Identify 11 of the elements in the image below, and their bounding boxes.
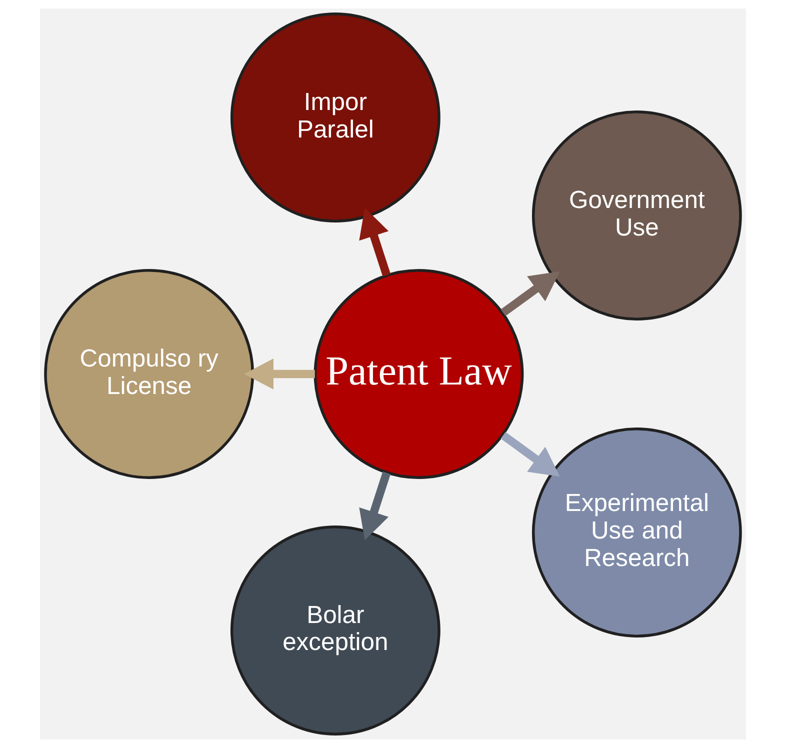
arrow (359, 472, 391, 540)
node-circle: Patent Law (314, 269, 524, 479)
arrow (359, 208, 391, 276)
node-circle: Experimental Use and Research (532, 428, 742, 638)
node-circle: Impor Paralel (230, 12, 440, 222)
arrow (500, 271, 560, 316)
node-circle: Compulso ry License (44, 269, 254, 479)
arrow (500, 432, 560, 477)
node-circle: Bolar exception (230, 526, 440, 736)
arrow (244, 358, 315, 390)
node-circle: Government Use (532, 110, 742, 320)
